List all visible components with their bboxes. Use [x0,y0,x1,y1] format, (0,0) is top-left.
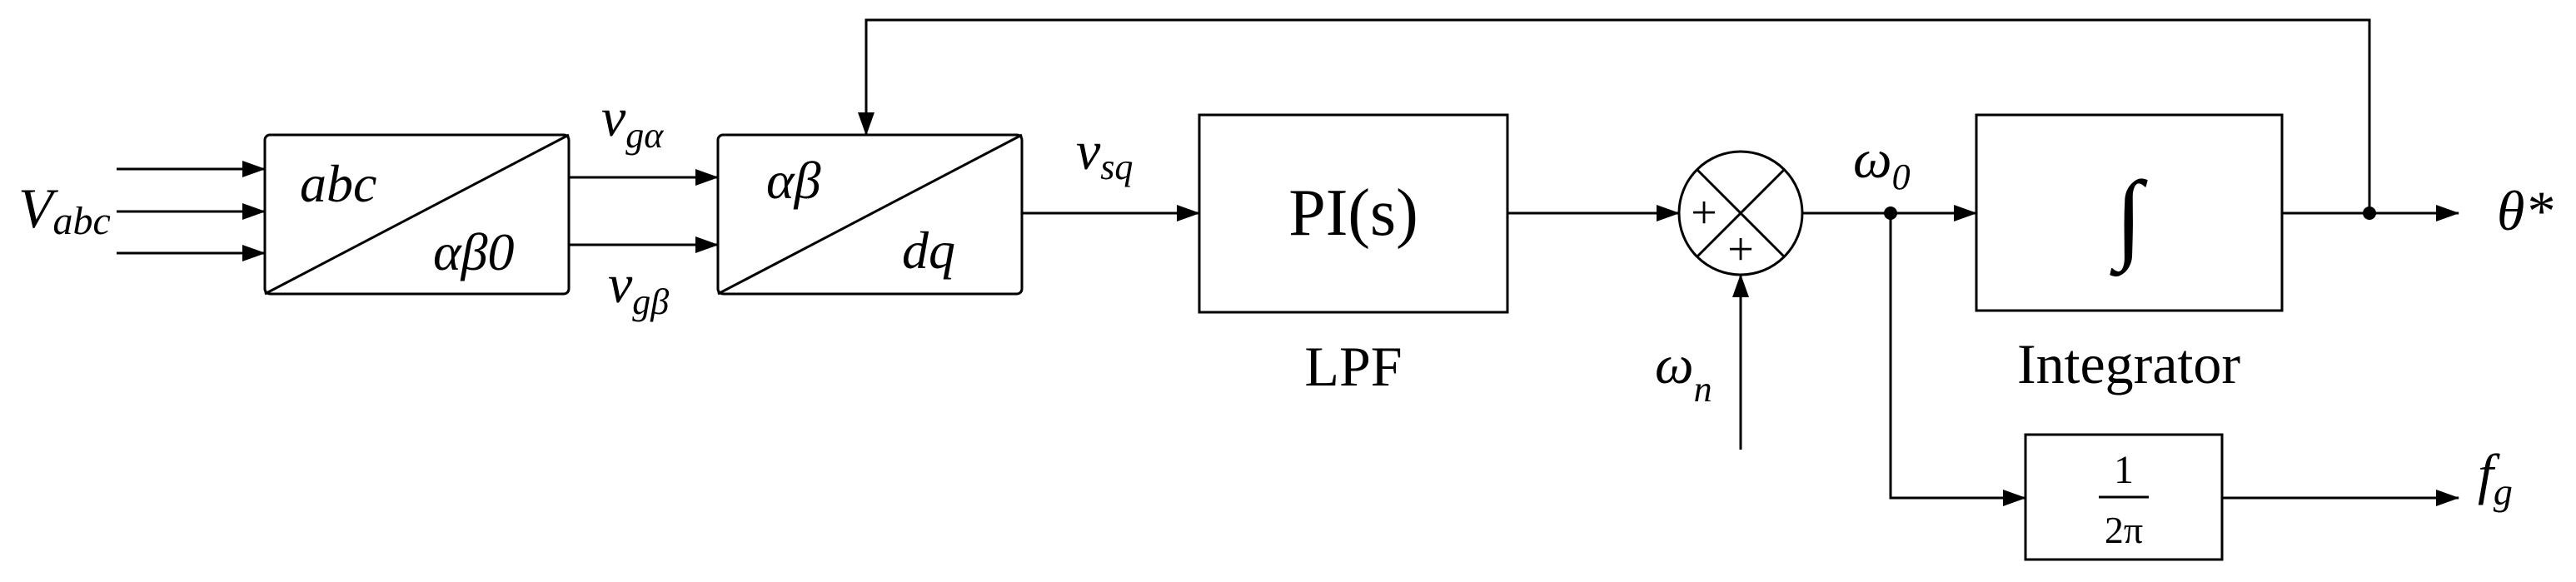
frequency-branch-line [1889,213,2026,506]
omega-0-label: ω0 [1853,129,1911,197]
park-transform-block: αβ dq [716,133,1024,296]
omega-0-subscript: 0 [1892,157,1911,197]
sum-sign-bottom: + [1727,224,1754,276]
integrator-block: ∫ [1975,113,2284,312]
summing-junction: + + [1677,150,1804,276]
input-lines [117,161,266,261]
theta-output-label: θ* [2497,179,2553,242]
v-beta-subscript: gβ [632,281,669,322]
input-voltage-label: Vabc [18,177,111,243]
lpf-caption: LPF [1304,335,1402,398]
sum-sign-left: + [1691,187,1717,239]
frequency-output-subscript: g [2494,470,2513,513]
gain-block: 1 2π [2024,433,2224,561]
gain-denominator: 2π [2105,509,2143,551]
v-sq-subscript: sq [1100,147,1133,187]
gain-numerator: 1 [2114,448,2134,492]
clarke-transform-block: abc αβ0 [263,133,571,296]
v-alpha-label: vgα [601,87,664,156]
park-bottom-label: dq [902,221,955,280]
v-sq-label: vsq [1076,121,1133,187]
theta-feedback-line [858,18,2371,213]
frequency-output-label: fg [2478,442,2513,513]
omega-n-subscript: n [1694,369,1712,410]
pi-label: PI(s) [1288,177,1418,250]
omega-n-label: ωn [1655,335,1712,410]
clarke-bottom-label: αβ0 [433,222,514,281]
integral-symbol: ∫ [2110,161,2149,277]
input-voltage-subscript: abc [53,199,111,243]
v-alpha-subscript: gα [625,115,664,156]
pi-controller-block: PI(s) [1198,113,1509,314]
integrator-caption: Integrator [2017,332,2240,395]
clarke-top-label: abc [300,154,376,213]
park-top-label: αβ [766,151,821,210]
v-beta-label: vgβ [608,254,669,322]
